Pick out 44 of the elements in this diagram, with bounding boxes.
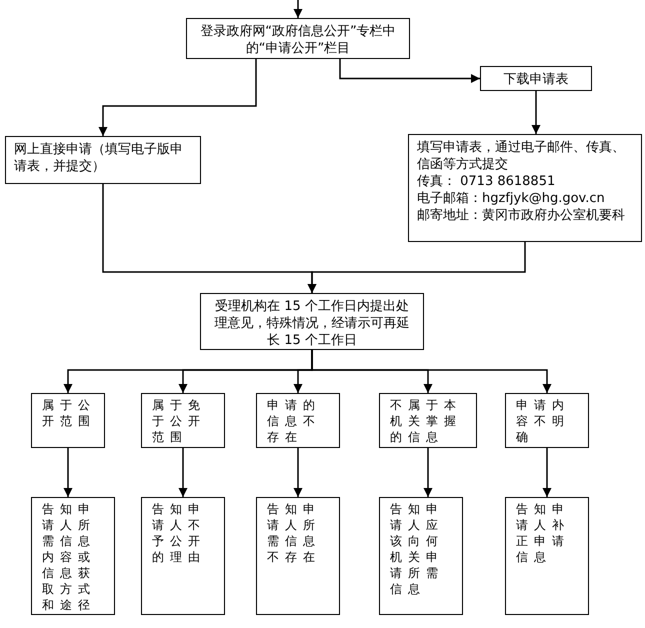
box-text: 邮寄地址：黄冈市政府办公室机要科: [417, 207, 626, 224]
box-text: 网上直接申请（填写电子版申请表，并提交）: [14, 141, 184, 175]
box-text: 告知申请人所需信息不存在: [267, 501, 322, 565]
process-box: [141, 497, 225, 615]
process-box: [256, 393, 340, 448]
box-text: 告知申请人应该向何机关申请所需信息: [390, 501, 445, 597]
box-text: 受理机构在 15 个工作日内提出处理意见，特殊情况，经请示可再延长 15 个工作日: [214, 298, 410, 349]
arrow: [294, 0, 302, 18]
process-box: [31, 393, 105, 448]
arrow: [542, 448, 552, 497]
box-text: 不属于本机关掌握的信息: [390, 397, 463, 445]
arrow: [308, 242, 526, 293]
arrow: [424, 448, 432, 497]
process-box: [200, 293, 424, 350]
arrow: [311, 350, 552, 393]
box-text: 告知申请人所需信息内容或信息获取方式和途径: [42, 501, 97, 613]
box-text: 申请内容不明确: [516, 397, 571, 445]
process-box: [505, 393, 589, 448]
process-box: [141, 393, 225, 448]
box-text: 传真： 0713 8618851: [417, 173, 556, 190]
arrow: [532, 91, 540, 134]
process-box: [480, 66, 592, 91]
process-box: [408, 134, 642, 242]
arrow: [339, 59, 480, 83]
box-text: 属于公开范围: [42, 397, 97, 429]
process-box: [186, 18, 410, 59]
box-text: 填写申请表，通过电子邮件、传真、信函等方式提交: [417, 139, 626, 173]
box-text: 电子邮箱：hgzfjyk@hg.gov.cn: [417, 190, 606, 207]
box-text: 属于免于公开范围: [152, 397, 207, 445]
process-box: [379, 393, 477, 448]
arrow: [294, 448, 302, 497]
box-text: 申请的信息不存在: [267, 397, 322, 445]
arrow: [98, 59, 257, 136]
process-box: [256, 497, 340, 615]
box-text: 登录政府网“政府信息公开”专栏中的“申请公开”栏目: [199, 23, 397, 57]
process-box: [31, 497, 115, 615]
box-text: 告知申请人不予公开的理由: [152, 501, 207, 565]
arrow: [178, 448, 188, 497]
process-box: [505, 497, 589, 615]
process-box: [379, 497, 463, 615]
box-text: 告知申请人补正申请信息: [516, 501, 571, 565]
box-text: 下载申请表: [502, 71, 570, 88]
process-box: [5, 136, 201, 184]
arrow: [64, 448, 72, 497]
